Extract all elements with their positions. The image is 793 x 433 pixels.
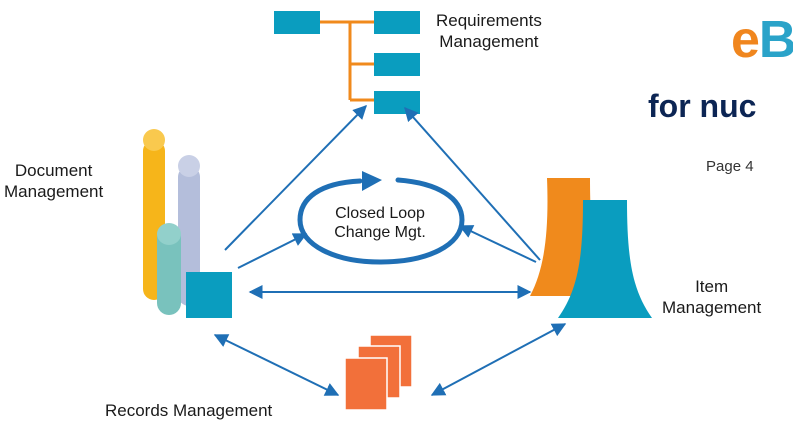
- document-stack-icon: [143, 129, 232, 318]
- closed-loop-label: Closed Loop Change Mgt.: [334, 205, 426, 241]
- arrow-doc-to-loop: [237, 233, 308, 269]
- requirements-tree-icon: [274, 11, 420, 114]
- records-label: Records Management: [105, 401, 273, 420]
- arrow-item-to-loop: [458, 225, 537, 263]
- requirements-label: Requirements Management: [436, 11, 542, 51]
- brand-logo: eB: [731, 11, 793, 69]
- brand-subtitle: for nuc: [648, 88, 757, 124]
- item-label: Item Management: [662, 277, 762, 317]
- document-label: Document Management: [4, 161, 104, 201]
- closed-loop-ring-icon: [297, 171, 465, 265]
- relation-arrows: [213, 104, 567, 396]
- arrow-records-item: [430, 323, 567, 396]
- page-reference: Page 4: [706, 158, 754, 175]
- records-pages-icon: [344, 334, 413, 411]
- arrow-doc-to-req: [224, 104, 367, 251]
- item-tower-icon: [530, 178, 652, 318]
- arrow-doc-records: [213, 334, 340, 396]
- arrow-item-to-req: [404, 106, 541, 261]
